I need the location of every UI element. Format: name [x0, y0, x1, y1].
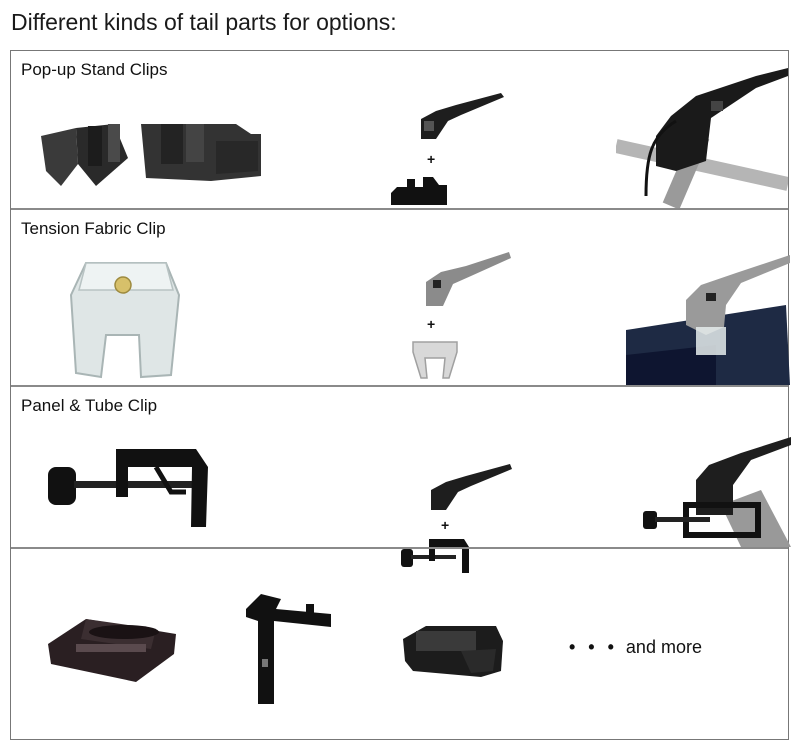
and-more-label: and more — [625, 637, 702, 657]
popup-clip-small-image — [389, 173, 449, 206]
and-more-text: • • • and more — [569, 637, 702, 658]
row-popup-stand-clips: Pop-up Stand Clips + — [11, 51, 788, 208]
row-panel-tube-clip: Panel & Tube Clip + — [11, 385, 791, 573]
panel-tube-clamp-image — [46, 437, 216, 527]
popup-clip-mounted-photo — [616, 66, 788, 208]
plus-sign: + — [427, 151, 436, 167]
clip-arm-head-black-image — [426, 462, 514, 512]
panel-tube-clamp-small-image — [399, 535, 474, 575]
transparent-fabric-clip-image — [61, 255, 186, 380]
row-label: Tension Fabric Clip — [21, 219, 166, 238]
row-tension-fabric-clip: Tension Fabric Clip + — [11, 208, 790, 385]
fabric-clip-small-image — [411, 336, 459, 381]
popup-clip-pair-image — [36, 116, 276, 196]
page-title: Different kinds of tail parts for option… — [11, 9, 397, 35]
flat-tube-clip-image — [46, 604, 181, 684]
clip-arm-head-image — [416, 91, 506, 141]
plus-sign: + — [427, 316, 436, 332]
clip-arm-head-grey-image — [421, 250, 513, 308]
options-panel: Pop-up Stand Clips + — [10, 50, 791, 740]
hook-bracket-image — [236, 589, 336, 707]
row-label: Pop-up Stand Clips — [21, 60, 168, 79]
row-more-clips: • • • and more — [11, 547, 788, 739]
fabric-clip-mounted-photo — [626, 245, 790, 385]
panel-tube-mounted-photo — [641, 435, 791, 547]
tube-coupler-clip-image — [401, 621, 506, 679]
row-label: Panel & Tube Clip — [21, 396, 158, 415]
plus-sign: + — [441, 517, 450, 533]
ellipsis-dots: • • • — [569, 637, 618, 657]
